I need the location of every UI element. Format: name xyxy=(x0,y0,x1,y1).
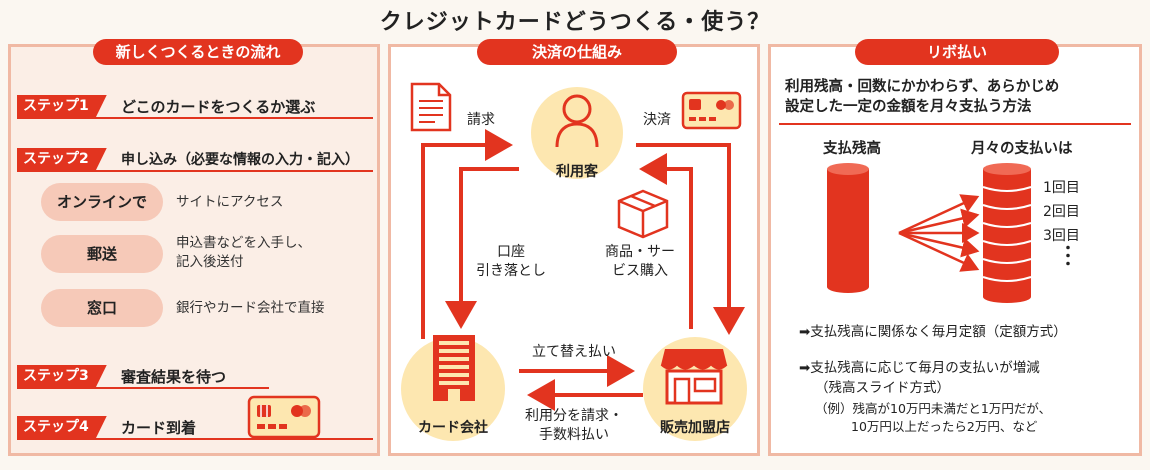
desc-underline xyxy=(779,123,1131,125)
step-1-text: どこのカードをつくるか選ぶ xyxy=(121,98,316,116)
payment-mechanism-header: 決済の仕組み xyxy=(477,39,677,65)
step-4-text: カード到着 xyxy=(121,419,197,437)
installment-1: 1回目 xyxy=(1043,180,1080,196)
step-1-underline xyxy=(17,117,373,119)
advance-label: 立て替え払い xyxy=(532,344,616,360)
debit-arrow xyxy=(445,167,519,329)
installment-more-dots: ・ ・ ・ xyxy=(1061,241,1075,273)
revolving-payment-panel: リボ払い 利用残高・回数にかかわらず、あらかじめ 設定した一定の金額を月々支払う… xyxy=(768,39,1142,456)
purchase-label-line1: 商品・サー xyxy=(605,244,675,260)
application-flow-panel: 新しくつくるときの流れ ステップ1 どこのカードをつくるか選ぶ ステップ2 申し… xyxy=(8,39,380,456)
billing-label: 請求 xyxy=(467,112,495,128)
payment-flow-arrows xyxy=(421,129,745,411)
step-1-tag: ステップ1 xyxy=(17,95,107,117)
monthly-label: 月々の支払いは xyxy=(971,141,1073,157)
step-2: ステップ2 申し込み（必要な情報の入力・記入） xyxy=(17,148,373,172)
merchant-label: 販売加盟店 xyxy=(660,420,730,436)
customer-label: 利用客 xyxy=(556,164,598,180)
step-3-text: 審査結果を待つ xyxy=(121,368,227,386)
balance-cylinder-diagram xyxy=(827,163,1032,303)
method-mail: 郵送 xyxy=(41,235,163,273)
step-4: ステップ4 カード到着 xyxy=(17,416,373,440)
credit-card-icon xyxy=(247,395,321,439)
charge-label: 利用分を請求・ 手数料払い xyxy=(509,407,639,445)
customer-node xyxy=(531,87,623,179)
charge-label-line2: 手数料払い xyxy=(539,427,609,443)
charge-label-line1: 利用分を請求・ xyxy=(525,408,623,424)
payment-label: 決済 xyxy=(643,112,671,128)
step-4-tag: ステップ4 xyxy=(17,416,107,438)
payment-arrow xyxy=(636,143,745,335)
revolving-payment-header: リボ払い xyxy=(855,39,1059,65)
step-3-tag: ステップ3 xyxy=(17,365,107,387)
invoice-document-icon xyxy=(410,82,452,132)
debit-label: 口座 引き落とし xyxy=(471,243,551,281)
step-4-underline xyxy=(17,438,373,440)
purchase-arrow xyxy=(639,153,693,329)
debit-label-line2: 引き落とし xyxy=(476,263,546,279)
card-company-label: カード会社 xyxy=(418,420,488,436)
purchase-label-line2: ビス購入 xyxy=(612,263,668,279)
example-line2: 10万円以上だったら2万円、など xyxy=(851,419,1038,434)
office-building-icon xyxy=(433,335,475,401)
step-2-tag: ステップ2 xyxy=(17,148,107,170)
page-title: クレジットカードどうつくる・使う？ xyxy=(379,10,771,35)
application-flow-header: 新しくつくるときの流れ xyxy=(93,39,303,65)
step-2-text: 申し込み（必要な情報の入力・記入） xyxy=(121,152,359,168)
balance-slide-sub: （残高スライド方式） xyxy=(815,380,950,396)
fixed-amount-bullet: ➡支払残高に関係なく毎月定額（定額方式） xyxy=(799,324,1067,340)
person-icon xyxy=(555,94,599,148)
method-mail-desc: 申込書などを入手し、記入後送付 xyxy=(176,235,311,270)
step-3: ステップ3 審査結果を待つ xyxy=(17,365,367,389)
step-2-underline xyxy=(17,170,373,172)
credit-card-icon xyxy=(681,91,742,130)
purchase-label: 商品・サー ビス購入 xyxy=(595,243,685,281)
payment-mechanism-panel: 決済の仕組み 利用客 請求 xyxy=(388,39,760,456)
debit-label-line1: 口座 xyxy=(497,244,525,260)
revolving-desc-line2: 設定した一定の金額を月々支払う方法 xyxy=(785,99,1032,115)
step-1: ステップ1 どこのカードをつくるか選ぶ xyxy=(17,95,373,119)
example-line1: （例）残高が10万円未満だと1万円だが、 xyxy=(815,401,1052,416)
installment-2: 2回目 xyxy=(1043,204,1080,220)
method-online-desc: サイトにアクセス xyxy=(176,194,284,210)
method-counter: 窓口 xyxy=(41,289,163,327)
method-online: オンラインで xyxy=(41,183,163,221)
shop-store-icon xyxy=(660,349,728,405)
step-3-underline xyxy=(17,387,269,389)
balance-label: 支払残高 xyxy=(823,141,881,157)
revolving-desc-line1: 利用残高・回数にかかわらず、あらかじめ xyxy=(785,79,1060,95)
method-counter-desc: 銀行やカード会社で直接 xyxy=(176,300,325,316)
billing-arrow xyxy=(421,129,513,339)
balance-slide-bullet: ➡支払残高に応じて毎月の支払いが増減 xyxy=(799,360,1040,376)
package-box-icon xyxy=(617,189,669,239)
installment-3: 3回目 xyxy=(1043,228,1080,244)
